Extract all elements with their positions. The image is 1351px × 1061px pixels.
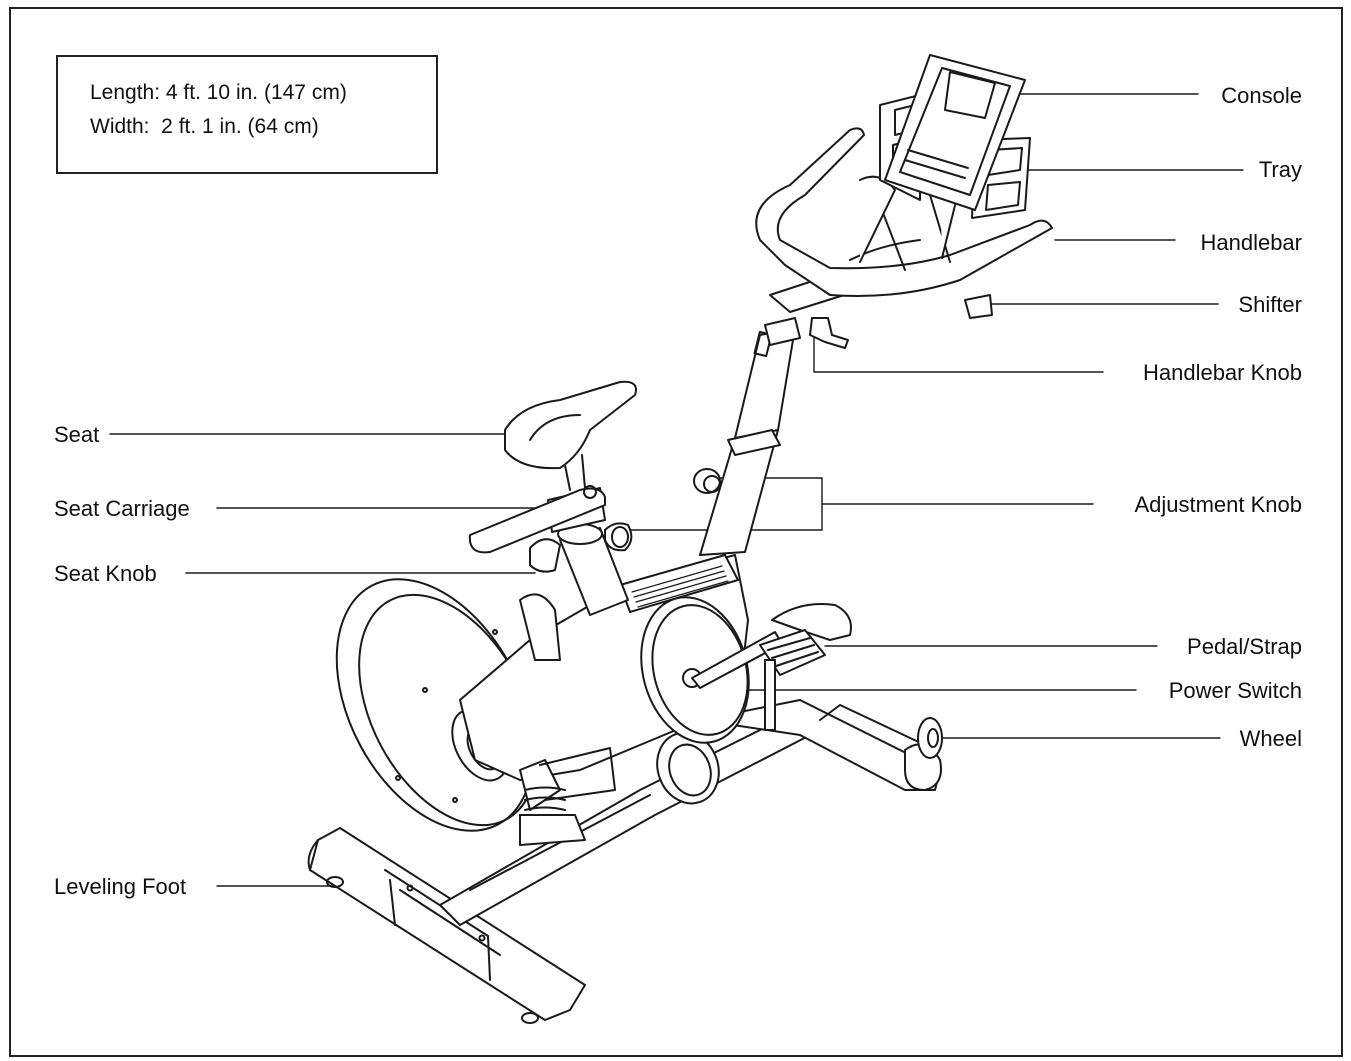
- label-leveling-foot: Leveling Foot: [54, 874, 187, 899]
- label-seat-knob: Seat Knob: [54, 561, 157, 586]
- seat-assembly: [468, 380, 637, 616]
- label-handlebar-knob: Handlebar Knob: [1142, 360, 1302, 385]
- label-shifter: Shifter: [1238, 292, 1302, 317]
- label-wheel: Wheel: [1239, 726, 1302, 751]
- pedal-strap: [759, 603, 852, 731]
- label-pedal-strap: Pedal/Strap: [1187, 634, 1302, 659]
- base-frame: [307, 699, 942, 1024]
- label-console: Console: [1221, 83, 1302, 108]
- leader-handlebar-knob: [813, 329, 1104, 373]
- leader-lines: [109, 93, 1244, 887]
- diagram-frame: [9, 7, 1343, 1057]
- label-handlebar: Handlebar: [1200, 230, 1302, 255]
- dimensions-box: Length: 4 ft. 10 in. (147 cm) Width: 2 f…: [56, 55, 438, 174]
- handlebar-post: [693, 317, 849, 556]
- transport-wheel: [917, 717, 943, 759]
- width-text: Width: 2 ft. 1 in. (64 cm): [90, 115, 319, 138]
- label-seat-carriage: Seat Carriage: [54, 496, 190, 521]
- label-seat: Seat: [54, 422, 100, 447]
- console: [884, 54, 1026, 211]
- length-text: Length: 4 ft. 10 in. (147 cm): [90, 81, 347, 104]
- label-tray: Tray: [1258, 157, 1302, 182]
- label-adjustment-knob: Adjustment Knob: [1134, 492, 1302, 517]
- handlebar: [755, 127, 1053, 319]
- label-power-switch: Power Switch: [1168, 678, 1302, 703]
